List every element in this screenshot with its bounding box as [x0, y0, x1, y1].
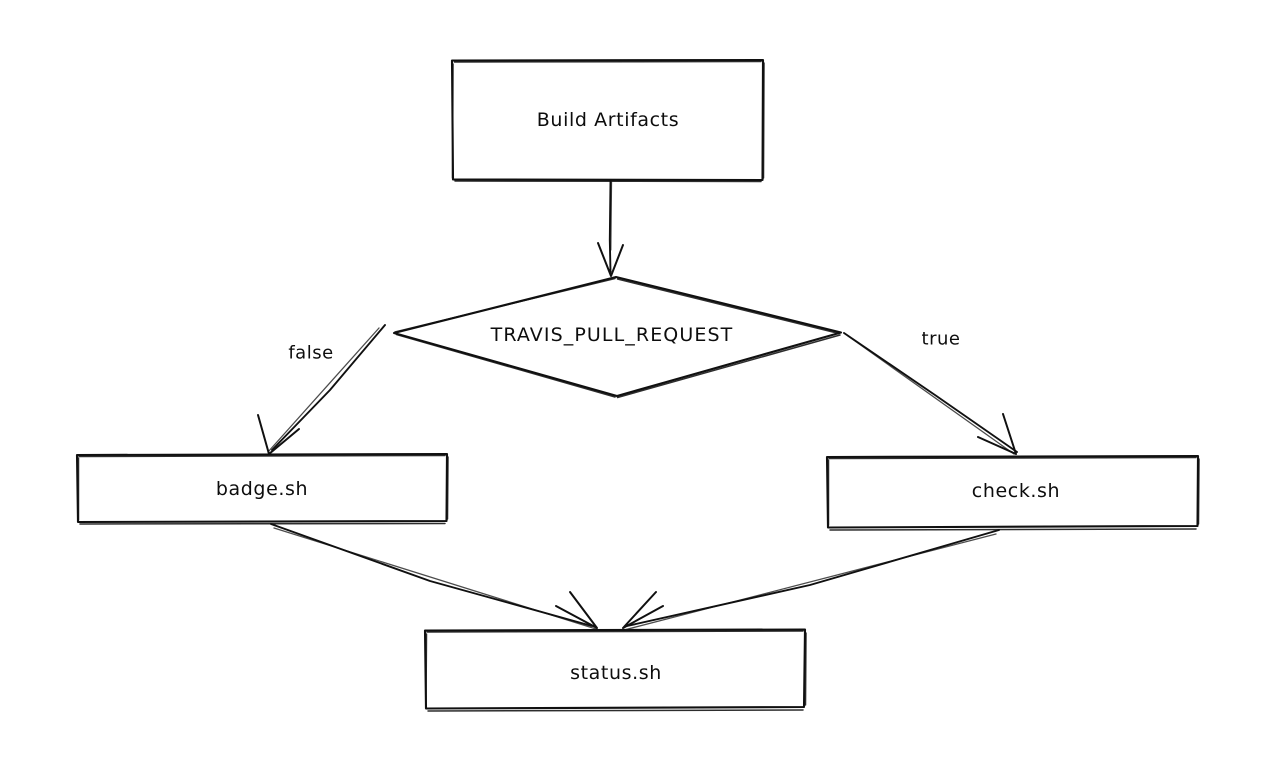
node-status-sh[interactable]	[423, 628, 807, 712]
node-travis-pull-request[interactable]	[392, 275, 843, 399]
edge-travis-pull-request-to-check-sh	[843, 332, 1018, 455]
edge-badge-sh-to-status-sh	[270, 523, 598, 630]
node-build-artifacts[interactable]	[450, 58, 765, 183]
edge-check-sh-to-status-sh	[622, 529, 1000, 631]
edge-build-artifacts-to-travis-pull-request	[597, 180, 624, 277]
node-check-sh[interactable]	[825, 454, 1200, 531]
node-badge-sh[interactable]	[75, 452, 449, 525]
edge-label-false: false	[288, 342, 334, 364]
edge-label-true: true	[921, 328, 961, 350]
